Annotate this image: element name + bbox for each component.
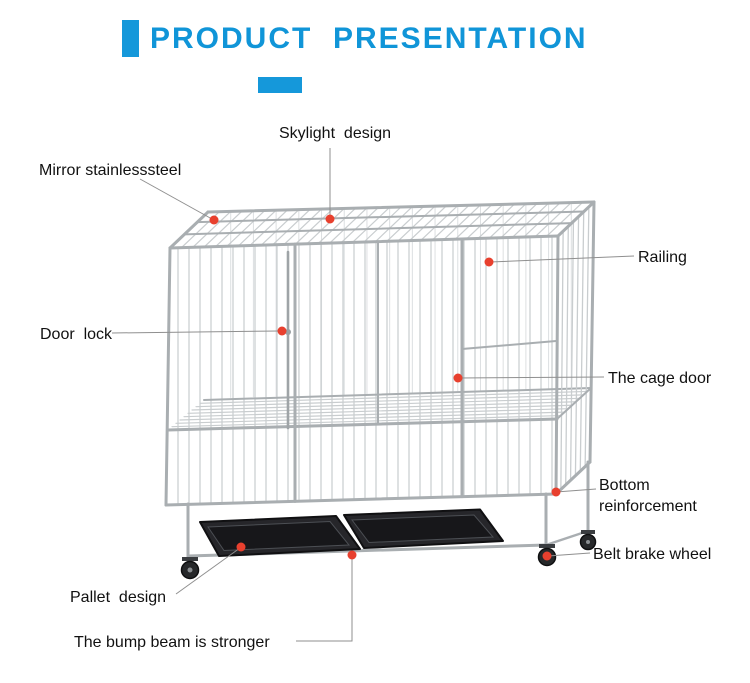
- label-railing: Railing: [638, 249, 687, 266]
- label-door-lock: Door lock: [40, 326, 113, 343]
- wheel-hub: [187, 567, 193, 573]
- caster-plate: [581, 530, 595, 534]
- accent-bar-left-of-title: [122, 20, 139, 57]
- marker-pallet: [236, 542, 246, 552]
- marker-belt-brake-wheel: [542, 551, 552, 561]
- caster-plate: [539, 544, 555, 548]
- marker-cage-door: [453, 373, 463, 383]
- leader-cage-door: [458, 376, 605, 379]
- leader-railing: [489, 255, 635, 263]
- caster-wheel-front-left: [180, 557, 200, 580]
- leader-belt-brake-wheel: [547, 552, 591, 557]
- left-tray-inner: [207, 520, 351, 552]
- leader-pallet: [175, 547, 241, 595]
- label-pallet-design: Pallet design: [70, 589, 167, 606]
- marker-bump-beam: [347, 550, 357, 560]
- page-title: PRODUCT PRESENTATION: [150, 22, 588, 55]
- annotation-layer: [111, 148, 635, 642]
- right-tray-inner: [351, 514, 495, 544]
- label-bump-beam: The bump beam is stronger: [74, 634, 270, 651]
- marker-skylight: [325, 214, 335, 224]
- cage-bars-layer: [164, 200, 596, 562]
- label-mirror-stainless-steel: Mirror stainlesssteel: [39, 162, 182, 179]
- label-bottom-reinforcement: Bottom reinforcement: [599, 477, 697, 515]
- accent-bar-under-title: [258, 77, 302, 93]
- leader-mirror: [139, 178, 213, 220]
- leader-bump-beam: [296, 557, 353, 642]
- marker-door-lock: [277, 326, 287, 336]
- marker-bottom-reinforcement: [551, 487, 561, 497]
- caster-wheel-rear-right: [579, 530, 597, 551]
- label-belt-brake-wheel: Belt brake wheel: [593, 546, 712, 563]
- label-cage-door: The cage door: [608, 370, 712, 387]
- leader-door-lock: [111, 330, 280, 334]
- marker-mirror: [209, 215, 219, 225]
- leader-bottom-reinforcement: [555, 488, 597, 493]
- caster-plate: [182, 557, 198, 561]
- wheel-hub: [586, 540, 590, 544]
- marker-railing: [484, 257, 494, 267]
- label-skylight-design: Skylight design: [279, 125, 392, 142]
